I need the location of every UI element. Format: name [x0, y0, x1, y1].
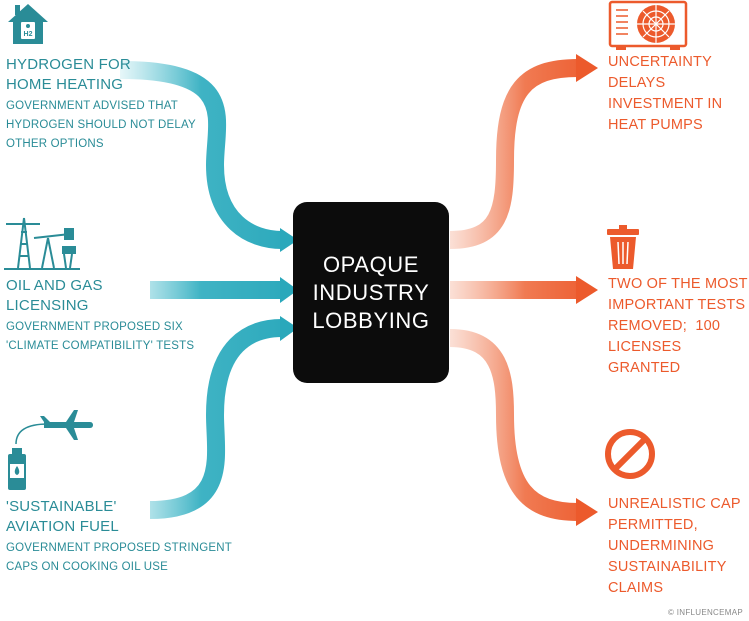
arrow-head-cap [576, 498, 598, 526]
heat-pump-icon [608, 0, 688, 50]
center-line: LOBBYING [312, 307, 430, 333]
input-title-line: AVIATION FUEL [6, 518, 119, 535]
input-aviation: 'SUSTAINABLE' AVIATION FUEL GOVERNMENT P… [6, 497, 232, 577]
input-detail-line: CAPS ON COOKING OIL USE [6, 561, 169, 573]
oil-rig-icon [4, 217, 80, 270]
output-line: PERMITTED, [608, 517, 698, 533]
trash-can-icon [607, 225, 639, 269]
arrow-head-heatpumps [576, 54, 598, 82]
output-line: IMPORTANT TESTS [608, 297, 746, 313]
output-line: REMOVED; 100 [608, 318, 721, 334]
output-line: HEAT PUMPS [608, 117, 703, 133]
output-line: UNREALISTIC CAP [608, 496, 741, 512]
output-line: UNCERTAINTY DELAYS [608, 54, 712, 91]
output-line: INVESTMENT IN [608, 96, 723, 112]
output-line: LICENSES GRANTED [608, 339, 682, 376]
output-line: UNDERMINING [608, 538, 715, 554]
input-detail-line: 'CLIMATE COMPATIBILITY' TESTS [6, 340, 195, 352]
input-title-line: HOME HEATING [6, 76, 124, 93]
output-line: CLAIMS [608, 580, 664, 596]
input-detail-line: GOVERNMENT PROPOSED STRINGENT [6, 542, 233, 554]
arrow-hydrogen [119, 61, 283, 249]
arrow-head-licenses [576, 276, 598, 304]
arrow-aviation [149, 319, 283, 519]
arrow-head-aviation [280, 316, 298, 341]
input-title-line: OIL AND GAS [6, 277, 103, 294]
input-detail-line: GOVERNMENT ADVISED THAT [6, 100, 179, 112]
input-hydrogen: HYDROGEN FOR HOME HEATING GOVERNMENT ADV… [6, 55, 196, 154]
arrow-heatpumps [449, 59, 579, 249]
prohibited-icon [605, 429, 655, 479]
arrow-head-oilgas [280, 277, 298, 303]
arrow-cap [449, 329, 579, 521]
credit-text: © INFLUENCEMAP [668, 608, 743, 617]
center-box: OPAQUE INDUSTRY LOBBYING [293, 202, 449, 383]
arrow-head-hydrogen [280, 228, 298, 252]
plane-fuel-icon [8, 410, 93, 490]
input-detail-line: HYDROGEN SHOULD NOT DELAY [6, 119, 196, 131]
center-line: INDUSTRY [312, 279, 430, 305]
output-licenses: TWO OF THE MOST IMPORTANT TESTS REMOVED;… [608, 274, 749, 379]
output-line: TWO OF THE MOST [608, 276, 748, 292]
svg-text:H2: H2 [24, 31, 33, 38]
center-line: OPAQUE [322, 251, 420, 277]
input-title-line: HYDROGEN FOR [6, 56, 131, 73]
input-detail-line: OTHER OPTIONS [6, 138, 104, 150]
output-line: SUSTAINABILITY [608, 559, 727, 575]
house-h2-icon: H2 [8, 4, 48, 44]
input-title-line: LICENSING [6, 297, 89, 314]
output-cap: UNREALISTIC CAP PERMITTED, UNDERMINING S… [608, 494, 741, 599]
output-heatpumps: UNCERTAINTY DELAYS INVESTMENT IN HEAT PU… [608, 52, 749, 136]
input-detail-line: GOVERNMENT PROPOSED SIX [6, 321, 183, 333]
input-oilgas: OIL AND GAS LICENSING GOVERNMENT PROPOSE… [6, 276, 194, 356]
input-title-line: 'SUSTAINABLE' [6, 498, 117, 515]
